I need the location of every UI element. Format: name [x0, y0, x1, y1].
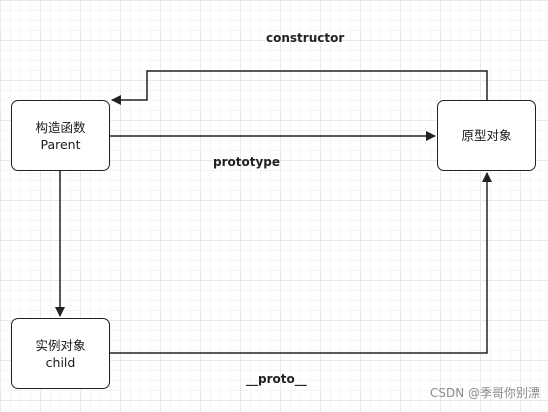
prototype-object-node: 原型对象 — [437, 100, 536, 171]
instance-node: 实例对象 child — [11, 318, 110, 389]
edge-constructor — [111, 70, 488, 105]
constructor-node: 构造函数 Parent — [11, 100, 110, 171]
constructor-node-title: 构造函数 — [35, 119, 86, 135]
edge-proto — [110, 172, 492, 354]
proto-edge-label: __proto__ — [246, 372, 307, 386]
csdn-watermark: CSDN @季哥你别漂 — [429, 386, 540, 400]
instance-node-name: child — [45, 354, 76, 370]
prototype-edge-label: prototype — [213, 155, 281, 169]
constructor-edge-label: constructor — [266, 31, 345, 45]
instance-node-title: 实例对象 — [35, 337, 86, 353]
constructor-node-name: Parent — [40, 136, 81, 152]
prototype-object-node-title: 原型对象 — [461, 128, 512, 143]
